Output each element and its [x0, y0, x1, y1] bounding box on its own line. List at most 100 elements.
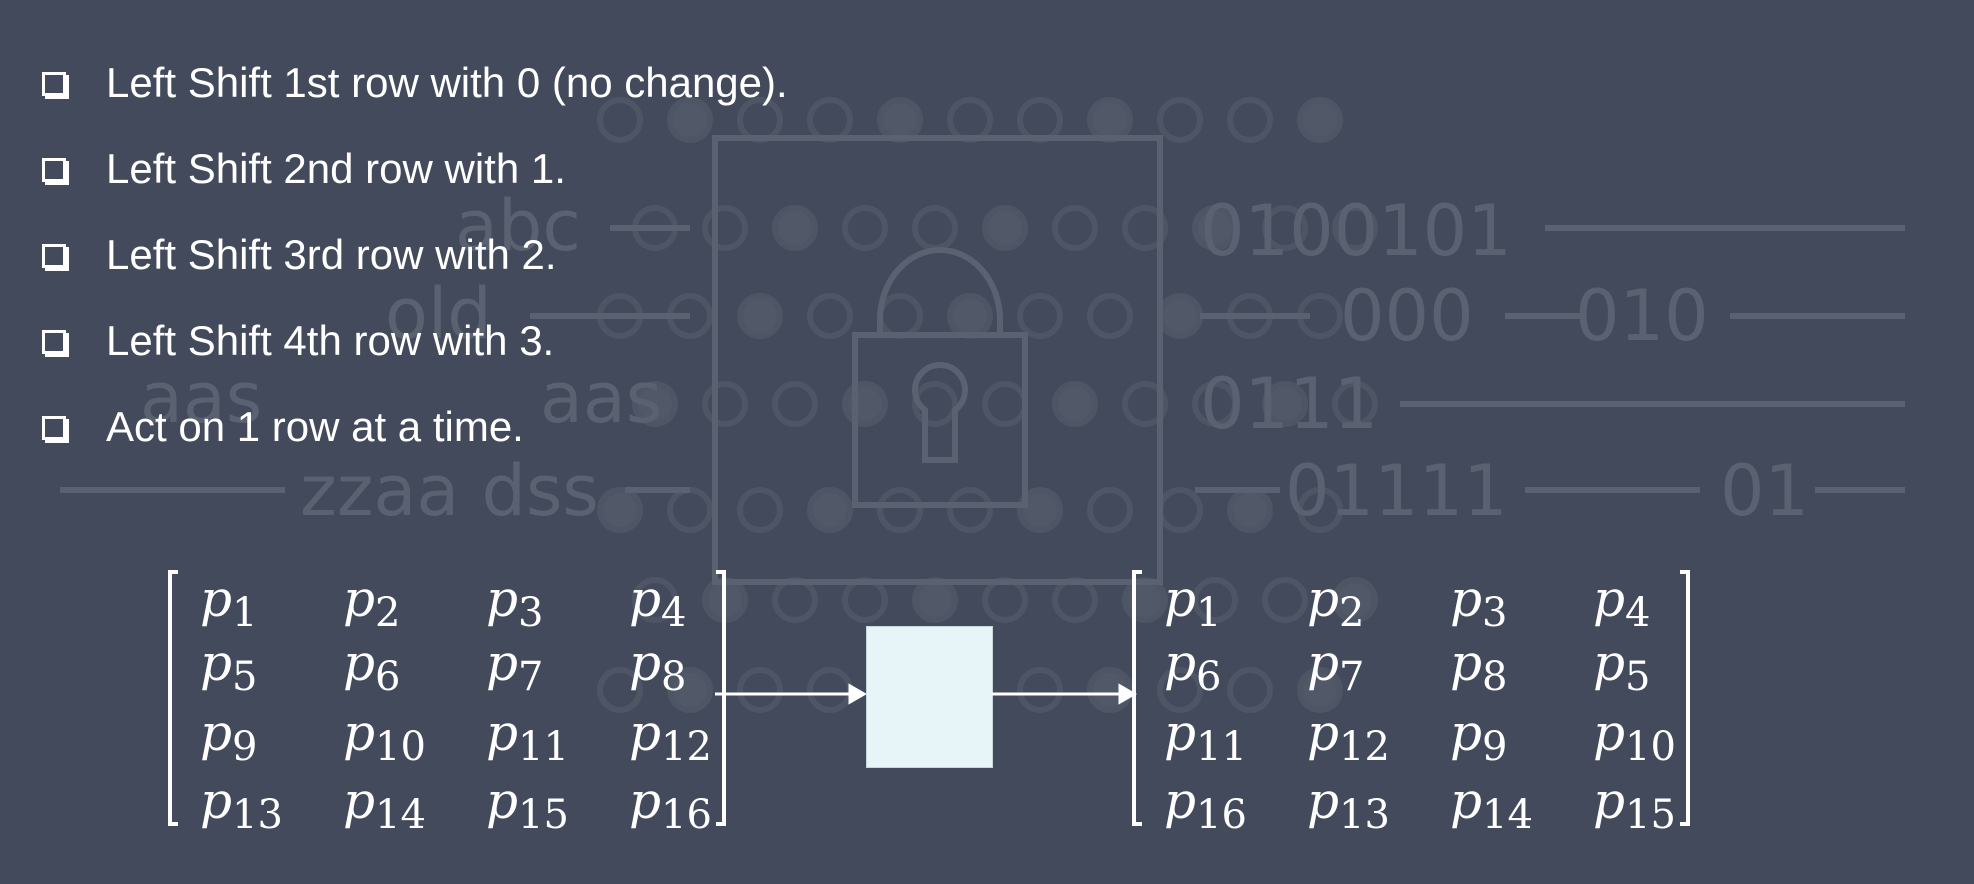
watermark-dot: [1087, 667, 1133, 713]
watermark-dot: [1227, 487, 1273, 533]
matrix-cell-index: 4: [661, 590, 687, 636]
bullet-item: Act on 1 row at a time.: [42, 384, 788, 470]
matrix-cell-index: 3: [518, 590, 544, 636]
matrix-cell-base: p: [200, 704, 233, 762]
matrix-cell-base: p: [343, 772, 376, 830]
matrix-cell: p9: [200, 708, 257, 767]
watermark-dot: [877, 293, 923, 339]
matrix-cell: p4: [1593, 574, 1650, 633]
watermark-dot: [1087, 487, 1133, 533]
matrix-cell-index: 16: [1196, 792, 1247, 838]
watermark-dot: [912, 381, 958, 427]
watermark-dot: [632, 381, 678, 427]
matrix-cell-base: p: [343, 634, 376, 692]
matrix-cell-index: 10: [1625, 724, 1676, 770]
matrix-cell-index: 12: [661, 724, 712, 770]
watermark-text: abc: [455, 185, 581, 267]
watermark-text: aas: [540, 357, 662, 439]
matrix-cell: p16: [1164, 776, 1247, 835]
watermark-dot: [1192, 577, 1238, 623]
bullet-text: Left Shift 1st row with 0 (no change).: [106, 59, 788, 106]
watermark-dot: [1157, 293, 1203, 339]
matrix-cell: p14: [343, 776, 426, 835]
matrix-cell-index: 5: [232, 654, 258, 700]
matrix-cell-index: 6: [375, 654, 401, 700]
watermark-dot: [912, 577, 958, 623]
matrix-cell-base: p: [1164, 634, 1197, 692]
matrix-right-bracket: [716, 570, 726, 826]
matrix-cell-index: 9: [1482, 724, 1508, 770]
matrix-cell: p6: [1164, 638, 1221, 697]
matrix-cell: p15: [1593, 776, 1676, 835]
matrix-cell-base: p: [629, 570, 662, 628]
bullet-text: Left Shift 3rd row with 2.: [106, 231, 557, 278]
matrix-cell-index: 2: [375, 590, 401, 636]
matrix-cell-index: 1: [232, 590, 258, 636]
watermark-dot: [1262, 205, 1308, 251]
matrix-cell-base: p: [1164, 704, 1197, 762]
matrix-cell: p1: [200, 574, 257, 633]
matrix-cell: p10: [1593, 708, 1676, 767]
watermark-dot: [1017, 667, 1063, 713]
watermark-dot: [1122, 381, 1168, 427]
bullet-item: Left Shift 4th row with 3.: [42, 298, 788, 384]
matrix-cell-base: p: [629, 634, 662, 692]
matrix-cell: p14: [1450, 776, 1533, 835]
watermark-dot: [1297, 667, 1343, 713]
bullet-text: Act on 1 row at a time.: [106, 403, 524, 450]
matrix-cell: p16: [629, 776, 712, 835]
watermark-dot: [1192, 205, 1238, 251]
watermark-text: 000: [1340, 275, 1474, 357]
matrix-cell-base: p: [1450, 570, 1483, 628]
checkbox-bullet-icon: [42, 416, 66, 440]
watermark-dot: [1052, 577, 1098, 623]
watermark-dot: [877, 487, 923, 533]
matrix-cell-index: 3: [1482, 590, 1508, 636]
watermark-dot: [667, 667, 713, 713]
watermark-lines: [60, 225, 1905, 493]
matrix-cell: p11: [1164, 708, 1247, 767]
watermark-text: old: [385, 273, 492, 355]
watermark-dot: [1227, 97, 1273, 143]
bullet-item: Left Shift 3rd row with 2.: [42, 212, 788, 298]
matrix-cell-index: 7: [1339, 654, 1365, 700]
watermark-dot: [1087, 293, 1133, 339]
matrix-cell-index: 14: [1482, 792, 1533, 838]
watermark-dot: [632, 577, 678, 623]
watermark-dot: [1017, 487, 1063, 533]
bullet-item: Left Shift 1st row with 0 (no change).: [42, 40, 788, 126]
matrix-cell-index: 14: [375, 792, 426, 838]
watermark-dot: [772, 577, 818, 623]
matrix-cell: p6: [343, 638, 400, 697]
watermark-dot: [1332, 381, 1378, 427]
matrix-cell: p12: [629, 708, 712, 767]
matrix-cell: p9: [1450, 708, 1507, 767]
matrix-cell-base: p: [486, 772, 519, 830]
bullet-list: Left Shift 1st row with 0 (no change). L…: [42, 40, 788, 470]
matrix-cell-base: p: [486, 570, 519, 628]
matrix-cell-base: p: [1307, 772, 1340, 830]
watermark-dot: [842, 577, 888, 623]
watermark-dot: [1262, 381, 1308, 427]
watermark-dot: [1157, 97, 1203, 143]
matrix-left-bracket: [168, 570, 178, 826]
matrix-cell-index: 13: [232, 792, 283, 838]
watermark-dot: [1017, 97, 1063, 143]
watermark-dot: [772, 381, 818, 427]
matrix-cell: p5: [1593, 638, 1650, 697]
matrix-cell-base: p: [1450, 704, 1483, 762]
watermark-dot: [737, 487, 783, 533]
watermark-dot: [737, 293, 783, 339]
watermark-dot: [1157, 487, 1203, 533]
watermark-dot: [1122, 205, 1168, 251]
matrix-cell-base: p: [1164, 772, 1197, 830]
checkbox-bullet-icon: [42, 158, 66, 182]
checkbox-bullet-icon: [42, 244, 66, 268]
matrix-cell-base: p: [1164, 570, 1197, 628]
matrix-cell: p13: [1307, 776, 1390, 835]
matrix-cell-base: p: [1307, 704, 1340, 762]
padlock-keyhole: [912, 362, 968, 463]
watermark-dot: [982, 577, 1028, 623]
watermark-dot: [1262, 577, 1308, 623]
